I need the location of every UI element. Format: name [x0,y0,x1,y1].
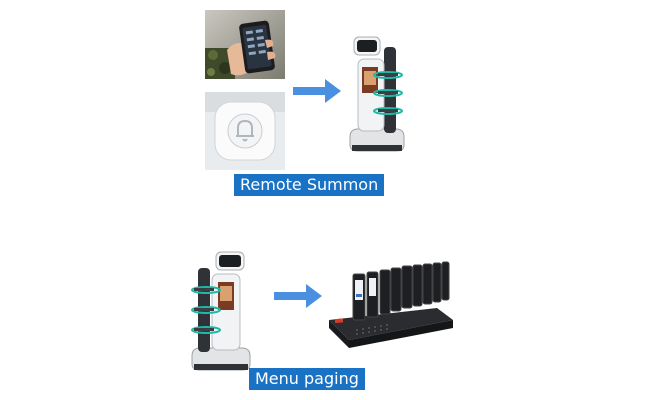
arrow-right-icon [293,79,341,103]
robot-icon [344,33,408,155]
menu-paging-label: Menu paging [249,368,365,390]
remote-summon-section: Remote Summon [205,10,408,196]
robot-icon [188,250,252,374]
smartphone-icon [239,20,275,74]
arrow-right-icon [274,284,322,308]
call-button-image [205,92,285,170]
pager-icon [327,258,455,350]
remote-summon-label: Remote Summon [234,174,385,196]
phone-in-hand-image [205,10,285,79]
bell-icon [236,119,254,142]
menu-paging-section: Menu paging [0,240,650,400]
